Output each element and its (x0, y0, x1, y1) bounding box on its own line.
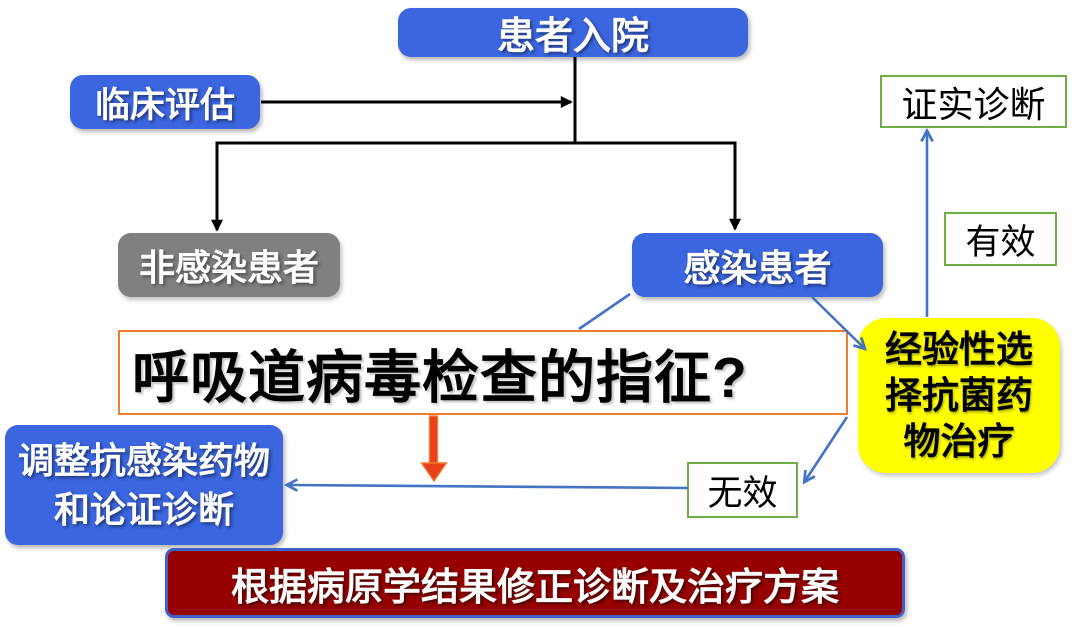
arrow-question-down-red (420, 415, 448, 483)
node-patient-admission: 患者入院 (398, 8, 748, 58)
node-adjust-anti-infective-treatment: 调整抗感染药物 和论证诊断 (5, 425, 283, 545)
node-confirmed-diagnosis-label: 证实诊断 (901, 83, 1046, 125)
node-virus-test-indication-question: 呼吸道病毒检查的指征? (118, 330, 848, 415)
node-non-infected-patients-label: 非感染患者 (138, 247, 319, 288)
node-patient-admission-label: 患者入院 (496, 16, 649, 58)
node-adjust-line-2: 和论证诊断 (53, 489, 234, 530)
node-adjust-line-1: 调整抗感染药物 (17, 440, 270, 481)
node-empirical-line-1: 经验性选 (885, 328, 1033, 370)
arrow-empirical-to-ineffective (805, 416, 849, 481)
node-effective-label: 有效 (965, 222, 1036, 262)
node-revise-diagnosis-and-treatment-label: 根据病原学结果修正诊断及治疗方案 (230, 566, 839, 609)
node-confirmed-diagnosis: 证实诊断 (880, 75, 1067, 128)
node-clinical-assessment: 临床评估 (70, 75, 260, 129)
node-empirical-line-2: 择抗菌药 (885, 374, 1033, 416)
arrow-ineffective-to-adjust (288, 485, 689, 488)
node-empirical-line-3: 物治疗 (903, 420, 1015, 462)
node-clinical-assessment-label: 临床评估 (94, 85, 235, 125)
node-effective: 有效 (944, 212, 1057, 266)
line-infected-to-question (578, 292, 631, 331)
node-ineffective: 无效 (687, 462, 798, 518)
node-empirical-antibacterial-treatment: 经验性选 择抗菌药 物治疗 (858, 318, 1060, 473)
node-ineffective-label: 无效 (707, 473, 778, 513)
node-non-infected-patients: 非感染患者 (118, 233, 340, 297)
node-infected-patients-label: 感染患者 (683, 248, 832, 289)
node-virus-test-indication-question-label: 呼吸道病毒检查的指征? (132, 345, 748, 410)
node-infected-patients: 感染患者 (632, 233, 883, 297)
node-revise-diagnosis-and-treatment: 根据病原学结果修正诊断及治疗方案 (165, 548, 905, 618)
